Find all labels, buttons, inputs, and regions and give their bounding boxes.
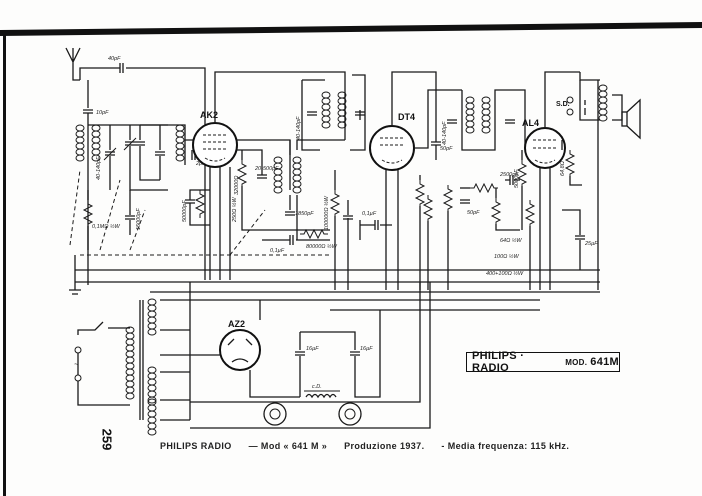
c-40pf-label: 40pF (108, 56, 121, 62)
page-left-border (3, 32, 6, 496)
r-32000-label: 32000Ω (234, 176, 240, 195)
r-80000-label: 80000Ω ½W (306, 243, 338, 250)
if-cap-label: 40-140pF (296, 116, 302, 140)
if-transformer-2 (465, 96, 475, 134)
filter-choke (304, 390, 340, 399)
antenna-icon (65, 47, 81, 81)
r-64k-label: 64,8Ω (560, 161, 566, 176)
c-50pf-b-label: 50pF (467, 210, 480, 216)
c-50000pf-label: 50000pF (182, 200, 188, 222)
c-1850pf-label: 1850pF (295, 211, 314, 217)
c-10pf-label: 10pF (96, 110, 109, 116)
caption: PHILIPS RADIO — Mod « 641 M » Produzione… (160, 441, 583, 451)
title-brand: PHILIPS · RADIO (472, 350, 525, 374)
choke-label: c.D. (312, 384, 322, 390)
ground-icon (69, 255, 81, 295)
r-64ohm-label: 64Ω ½W (500, 237, 522, 244)
c-01uf-b-label: 0,1µF (362, 211, 377, 217)
r-400-100-label: 400+100Ω ½W (486, 270, 524, 277)
c-01uf-label: 0,1µF (270, 248, 285, 254)
r-250ohm-label: 250Ω ½W (231, 197, 238, 223)
tube-dt4 (369, 125, 415, 171)
dial-lamp-2 (338, 402, 362, 426)
caption-production: Produzione 1937. (344, 441, 425, 451)
r-100ohm-label: 100Ω ½W (494, 253, 519, 260)
model-title-box: PHILIPS · RADIO MOD. 641M (466, 350, 620, 374)
c-16uf-a-label: 16µF (306, 346, 319, 352)
tuning-cap-label: 40-140pF (96, 156, 102, 180)
power-switch[interactable] (77, 321, 130, 335)
speaker-switch[interactable] (566, 96, 574, 116)
c-5000pf-label: 5000pF (514, 169, 520, 188)
speaker-icon (621, 98, 641, 140)
c-20-500pf-label: 20-500pF (254, 166, 279, 172)
tube-az2 (219, 329, 261, 371)
output-transformer (598, 84, 608, 122)
caption-if-frequency: - Media frequenza: 115 kHz. (441, 441, 570, 451)
svg-text:~: ~ (74, 360, 79, 369)
title-model: 641M (590, 356, 619, 368)
page-number: 259 (99, 428, 115, 451)
title-mod-label: MOD. (565, 357, 588, 367)
c-2500pf-label: 2500pF (499, 172, 519, 178)
page-top-border (0, 22, 702, 36)
tube-dt4-label: DT4 (398, 112, 415, 122)
tube-al4 (524, 127, 566, 169)
power-transformer (125, 326, 135, 364)
c-25uf-label: 25µF (584, 241, 598, 247)
tube-ak2-label: AK2 (200, 110, 218, 120)
mains-plug[interactable]: ~ (74, 346, 130, 406)
c-15000pf-label: 15000pF (136, 208, 142, 230)
c-2pf-label: 2pF (195, 161, 206, 167)
c-50pf-label: 50pF (440, 146, 453, 152)
if-transformer-1 (321, 91, 331, 129)
antenna-coil (75, 124, 85, 162)
tube-az2-label: AZ2 (228, 319, 245, 329)
speaker-switch-label: S.D. (556, 101, 570, 108)
dial-lamp-1 (263, 402, 287, 426)
c-16uf-b-label: 16µF (360, 346, 373, 352)
caption-brand: PHILIPS RADIO (160, 441, 232, 451)
tube-ak2 (192, 122, 238, 168)
r-100000-label: 100000Ω ½W (323, 195, 330, 230)
caption-model: — Mod « 641 M » (248, 441, 328, 451)
tube-al4-label: AL4 (522, 118, 539, 128)
if2-cap-label: 40-140pF (442, 121, 448, 145)
bus-lines (75, 269, 600, 311)
